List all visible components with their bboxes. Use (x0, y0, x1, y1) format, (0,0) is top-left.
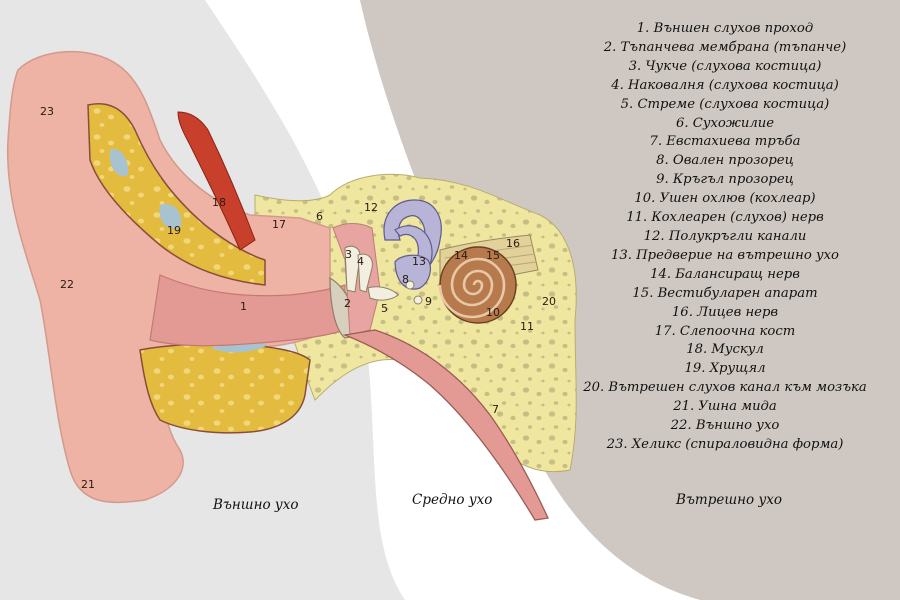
malleus (344, 245, 361, 293)
muscle (177, 111, 256, 251)
label-5: 5 (381, 302, 388, 315)
legend-item: 20. Вътрешен слухов канал към мозъка (583, 380, 867, 396)
legend-item: 6. Сухожилие (675, 115, 775, 131)
legend-item: 14. Балансиращ нерв (650, 266, 800, 282)
legend-item: 15. Вестибуларен апарат (632, 285, 818, 301)
label-1: 1 (240, 300, 247, 313)
legend-item: 7. Евстахиева тръба (649, 134, 801, 150)
auricle (6, 50, 331, 504)
cartilage-spot (159, 204, 182, 229)
legend-item: 2. Тъпанчева мембрана (тъпанче) (603, 39, 847, 55)
region-middle-ear: Средно ухо (412, 492, 493, 508)
label-4: 4 (357, 255, 364, 268)
legend-item: 21. Ушна мида (673, 399, 777, 415)
label-2: 2 (344, 297, 351, 310)
eustachian-tube (342, 329, 549, 521)
cartilage-spot (109, 149, 129, 177)
cochlea-spiral (438, 257, 506, 319)
label-7: 7 (492, 403, 499, 416)
label-19: 19 (167, 224, 181, 237)
legend-item: 12. Полукръгли канали (643, 228, 807, 244)
legend-item: 22. Външно ухо (670, 418, 780, 434)
label-3: 3 (345, 248, 352, 261)
stapes (367, 286, 399, 301)
region-inner-ear: Вътрешно ухо (676, 492, 783, 508)
concha-cartilage (139, 343, 311, 434)
label-10: 10 (486, 306, 500, 319)
legend-item: 19. Хрущял (684, 361, 766, 377)
legend-item: 16. Лицев нерв (671, 304, 779, 320)
legend-item: 13. Предверие на вътрешно ухо (611, 247, 839, 263)
legend-item: 1. Външен слухов проход (636, 21, 814, 36)
inner-ear-background (360, 0, 900, 600)
label-18: 18 (212, 196, 226, 209)
label-6: 6 (316, 210, 323, 223)
label-9: 9 (425, 295, 432, 308)
label-12: 12 (364, 201, 378, 214)
legend-item: 9. Кръгъл прозорец (656, 172, 794, 188)
legend-item: 3. Чукче (слухова костица) (628, 58, 822, 74)
legend-item: 17. Слепоочна кост (654, 323, 796, 339)
vestibule (394, 254, 431, 290)
label-21: 21 (81, 478, 95, 491)
incus (357, 253, 373, 293)
legend-item: 5. Стреме (слухова костица) (620, 96, 830, 112)
legend-item: 10. Ушен охлюв (кохлеар) (634, 191, 816, 207)
region-outer-ear: Външно ухо (213, 497, 299, 513)
legend-item: 11. Кохлеарен (слухов) нерв (626, 210, 824, 226)
label-14: 14 (454, 249, 468, 262)
label-22: 22 (60, 278, 74, 291)
label-15: 15 (486, 249, 500, 262)
round-window (413, 295, 423, 305)
label-8: 8 (402, 273, 409, 286)
label-11: 11 (520, 320, 534, 333)
cartilage-spot (210, 342, 268, 353)
legend-item: 18. Мускул (686, 342, 764, 358)
label-20: 20 (542, 295, 556, 308)
label-17: 17 (272, 218, 286, 231)
label-16: 16 (506, 237, 520, 250)
legend-item: 23. Хеликс (спираловидна форма) (606, 436, 844, 452)
helix-cartilage (87, 103, 266, 286)
label-23: 23 (40, 105, 54, 118)
oval-window (405, 280, 415, 290)
label-13: 13 (412, 255, 426, 268)
legend-list: 1. Външен слухов проход 2. Тъпанчева мемб… (560, 20, 890, 455)
legend-item: 8. Овален прозорец (656, 153, 794, 169)
legend-item: 4. Наковалня (слухова костица) (611, 77, 839, 93)
